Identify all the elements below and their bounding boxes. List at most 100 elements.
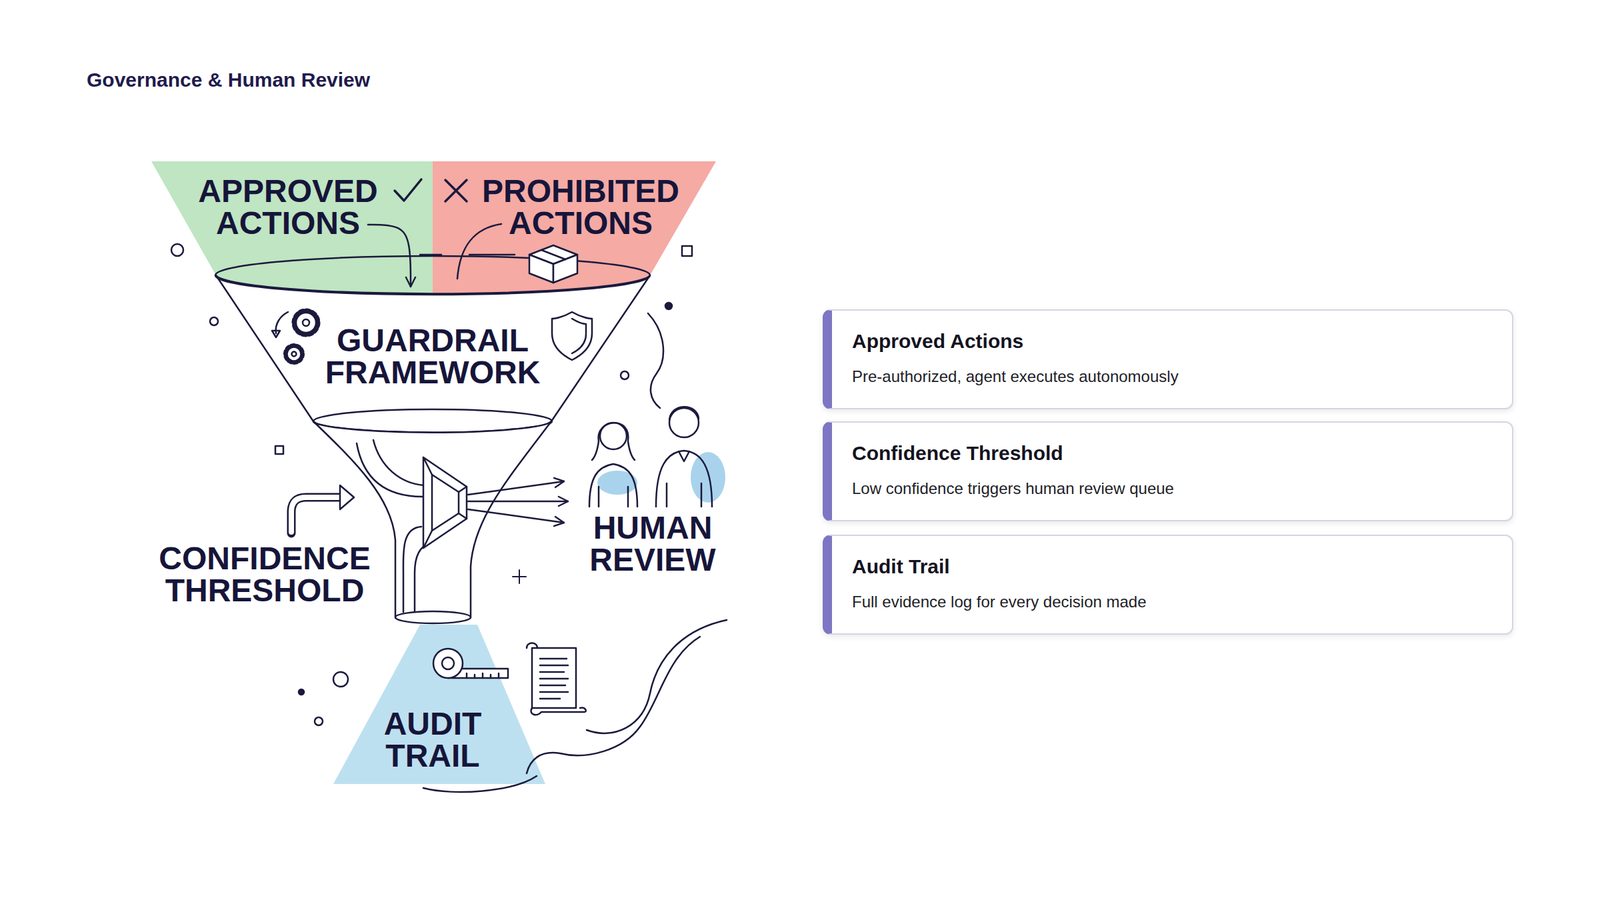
reviewer-figures — [690, 452, 726, 503]
reviewer-figures — [678, 451, 690, 462]
tape-measure-icon — [433, 648, 508, 678]
reviewer-figures — [589, 464, 638, 507]
flow-stroke — [403, 526, 422, 612]
label-wrap: GUARDRAIL FRAMEWORK — [312, 324, 553, 389]
document-icon — [532, 648, 576, 708]
audit-band: AUDIT TRAIL — [333, 624, 546, 784]
reviewer-figures — [589, 406, 726, 507]
confetti-dot — [620, 371, 629, 380]
confetti-dot — [314, 717, 323, 726]
label-wrap: APPROVED ACTIONS — [181, 175, 395, 240]
reviewer-figures — [598, 422, 635, 460]
flow-stroke — [469, 254, 515, 256]
review-arrow — [468, 509, 564, 523]
gear-icon — [276, 312, 288, 334]
confetti-dot — [171, 244, 692, 726]
approved-band-outline — [151, 161, 433, 295]
reviewer-figures — [592, 441, 599, 460]
reviewer-figures — [600, 422, 627, 450]
flow-stroke — [356, 440, 430, 612]
reviewer-figures — [666, 483, 702, 507]
label-wrap: PROHIBITED ACTIONS — [474, 175, 688, 240]
card-body: Pre-authorized, agent executes autonomou… — [852, 366, 1492, 388]
audit-band-outline — [333, 624, 546, 784]
info-card: Confidence ThresholdLow confidence trigg… — [822, 421, 1514, 522]
document-icon — [531, 708, 586, 716]
card-heading: Audit Trail — [852, 554, 1492, 580]
package-icon — [529, 245, 578, 283]
reviewer-figures — [656, 450, 712, 507]
check-mark — [394, 179, 422, 201]
check-mark — [394, 179, 422, 201]
gear-icon — [296, 312, 316, 333]
flow-stroke — [356, 443, 423, 497]
info-card: Approved ActionsPre-authorized, agent ex… — [822, 309, 1514, 410]
reviewer-figures — [598, 486, 628, 507]
confetti-dot — [275, 446, 284, 454]
stage-label: APPROVED ACTIONS — [181, 175, 395, 240]
funnel-illustration — [171, 179, 727, 792]
review-arrow — [468, 481, 564, 495]
card-body: Low confidence triggers human review que… — [852, 478, 1492, 500]
flow-stroke — [414, 543, 430, 612]
stage-label: AUDIT TRAIL — [366, 708, 500, 772]
prohibited-band-outline — [432, 161, 716, 295]
sparkle-mark — [512, 570, 526, 584]
threshold-arrow — [291, 485, 354, 534]
stage-label: GUARDRAIL FRAMEWORK — [312, 324, 553, 389]
shield-icon — [552, 312, 592, 360]
label-wrap: HUMAN REVIEW — [576, 512, 730, 576]
flow-stroke — [457, 224, 502, 279]
confetti-dot — [665, 302, 672, 310]
guardrail-funnel: GUARDRAIL FRAMEWORK — [216, 256, 650, 434]
package-icon — [529, 245, 578, 264]
cross-mark — [445, 180, 467, 202]
document-icon — [540, 658, 568, 699]
flow-stroke — [420, 224, 515, 279]
confetti-dot — [333, 672, 348, 687]
tape-measure-icon — [466, 673, 499, 678]
card-body: Full evidence log for every decision mad… — [852, 591, 1492, 613]
prohibited-band: PROHIBITED ACTIONS — [432, 161, 716, 297]
human-review-group: HUMAN REVIEW — [568, 410, 737, 584]
swirl-line — [423, 620, 727, 792]
threshold-arrow — [291, 497, 343, 534]
card-heading: Approved Actions — [852, 328, 1492, 354]
gear-icon — [287, 347, 302, 362]
shield-icon — [572, 318, 586, 354]
gear-icon — [302, 319, 310, 326]
swirl-line — [526, 636, 700, 774]
threshold-arrow — [340, 485, 354, 510]
threshold-arrow — [291, 497, 344, 532]
label-wrap: AUDIT TRAIL — [366, 708, 500, 772]
card-heading: Confidence Threshold — [852, 440, 1492, 466]
flow-stroke — [373, 440, 424, 486]
prism-filter — [432, 474, 459, 531]
page-title: Governance & Human Review — [86, 68, 370, 92]
flow-arrow — [368, 224, 411, 287]
package-icon — [541, 250, 566, 260]
cross-mark — [445, 180, 467, 202]
stage-label: CONFIDENCE THRESHOLD — [151, 542, 378, 607]
reviewer-figures — [669, 408, 699, 438]
threshold-neck-outline — [395, 611, 471, 624]
package-icon — [553, 254, 578, 283]
prism-filter — [423, 457, 467, 548]
confetti-dot — [171, 244, 184, 256]
package-icon — [529, 254, 554, 283]
guardrail-funnel-outline — [215, 256, 650, 295]
reviewer-figures — [669, 406, 699, 420]
confetti-dot — [210, 317, 218, 326]
review-arrow — [468, 481, 564, 523]
document-icon — [526, 643, 586, 716]
tape-measure-icon — [433, 648, 463, 678]
swirl-line — [423, 776, 537, 792]
tape-measure-icon — [448, 668, 508, 678]
threshold-neck: CONFIDENCE THRESHOLD — [313, 421, 552, 627]
gear-icon — [272, 310, 318, 363]
prism-filter — [423, 457, 467, 548]
gear-icon — [272, 330, 280, 338]
reviewer-figures — [597, 470, 638, 495]
